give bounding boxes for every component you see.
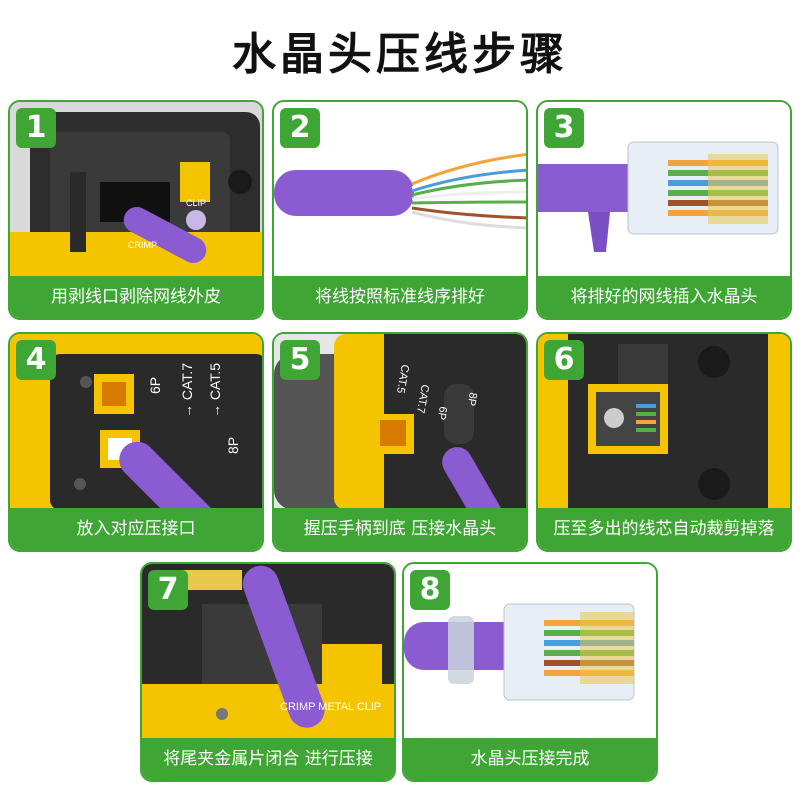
- step-caption: 放入对应压接口: [10, 508, 262, 550]
- step-card-7: 7 CRIMP METAL CLIP 将尾夹金属片闭合 进行压接: [140, 562, 396, 782]
- step-2-illustration: [274, 102, 526, 278]
- step-number-badge: 5: [280, 340, 320, 380]
- step-6-illustration: [538, 334, 790, 510]
- label-8p: 8P: [225, 437, 241, 454]
- step-number-badge: 2: [280, 108, 320, 148]
- label-cat5: → CAT.5: [207, 363, 223, 418]
- step-number-badge: 4: [16, 340, 56, 380]
- step-caption: 将排好的网线插入水晶头: [538, 276, 790, 318]
- step-caption: 水晶头压接完成: [404, 738, 656, 780]
- label-6p: 6P: [435, 405, 449, 420]
- step-card-6: 6 压至多出的线芯自动裁剪掉落: [536, 332, 792, 552]
- label-8p: 8P: [465, 391, 479, 406]
- step-card-3: 3 将排好的网线插入水晶头: [536, 100, 792, 320]
- step-card-1: 1 CRIMP CLIP 用剥线口剥除网线外皮: [8, 100, 264, 320]
- step-5-illustration: CAT.5 CAT.7 6P 8P: [274, 334, 526, 510]
- step-caption: 将线按照标准线序排好: [274, 276, 526, 318]
- step-caption: 压至多出的线芯自动裁剪掉落: [538, 508, 790, 550]
- step-card-2: 2 将线按照标准线序排好: [272, 100, 528, 320]
- label-cat7: → CAT.7: [179, 363, 195, 418]
- crimp-label: CRIMP: [128, 240, 157, 250]
- crimp-metal-clip-label: CRIMP METAL CLIP: [280, 701, 381, 713]
- step-number-badge: 1: [16, 108, 56, 148]
- step-number-badge: 3: [544, 108, 584, 148]
- step-card-4: 4 6P → CAT.7 → CAT.5 8P 放入对应压接口: [8, 332, 264, 552]
- step-7-illustration: CRIMP METAL CLIP: [142, 564, 394, 740]
- clip-label: CLIP: [186, 198, 206, 208]
- step-caption: 用剥线口剥除网线外皮: [10, 276, 262, 318]
- step-number-badge: 7: [148, 570, 188, 610]
- step-number-badge: 6: [544, 340, 584, 380]
- step-card-8: 8 水晶头压接完成: [402, 562, 658, 782]
- page-title: 水晶头压线步骤: [232, 29, 568, 80]
- step-caption: 将尾夹金属片闭合 进行压接: [142, 738, 394, 780]
- step-1-illustration: CRIMP CLIP: [10, 102, 262, 278]
- step-caption: 握压手柄到底 压接水晶头: [274, 508, 526, 550]
- step-8-illustration: [404, 564, 656, 740]
- label-cat7: CAT.7: [414, 383, 431, 414]
- step-number-badge: 8: [410, 570, 450, 610]
- step-card-5: 5 CAT.5 CAT.7 6P 8P 握压手柄到底 压接水晶头: [272, 332, 528, 552]
- label-cat5: CAT.5: [394, 363, 411, 394]
- label-6p: 6P: [147, 377, 163, 394]
